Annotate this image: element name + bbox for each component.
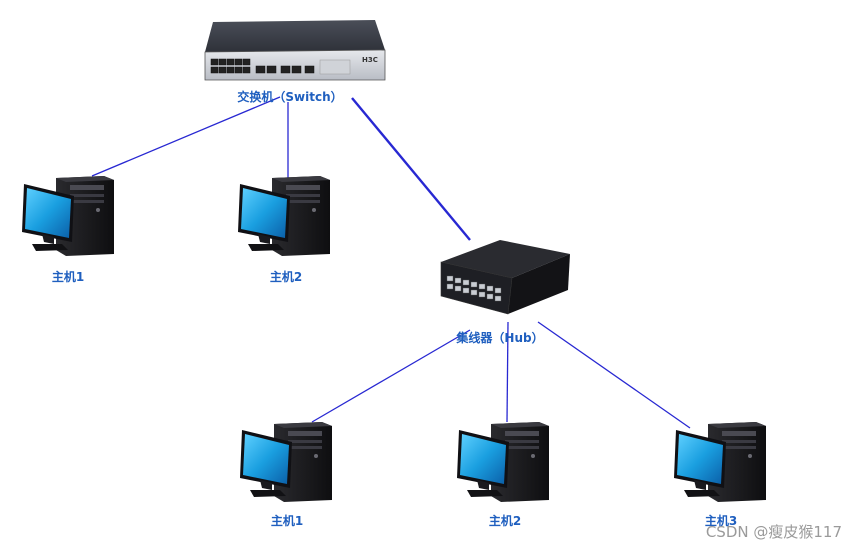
switch-host-1-label: 主机1 [51, 270, 85, 284]
hub-label: 集线器（Hub） [456, 331, 544, 345]
link-switch-hub [351, 97, 471, 241]
link-hub-host-2 [506, 321, 509, 423]
switch-host-2-label: 主机2 [269, 270, 303, 284]
watermark: CSDN @瘦皮猴117 [705, 523, 842, 541]
hub-host-1-label: 主机1 [270, 514, 304, 528]
desktop-computer-icon-switch-host-2 [238, 176, 330, 256]
link-switch-host-1 [91, 96, 281, 177]
link-hub-host-1 [311, 329, 471, 423]
network-links [91, 96, 691, 429]
network-switch-icon: H3C [204, 20, 386, 81]
switch-brand: H3C [362, 56, 378, 64]
hub-host-2-label: 主机2 [488, 514, 522, 528]
hub-host-3-label: 主机3 [704, 514, 738, 528]
desktop-computer-icon-hub-host-2 [457, 422, 549, 502]
desktop-computer-icon-switch-host-1 [22, 176, 114, 256]
switch-label: 交换机（Switch） [237, 90, 343, 104]
link-hub-host-3 [537, 321, 691, 429]
desktop-computer-icon-hub-host-3 [674, 422, 766, 502]
desktop-computer-icon-hub-host-1 [240, 422, 332, 502]
network-hub-icon [440, 240, 570, 315]
